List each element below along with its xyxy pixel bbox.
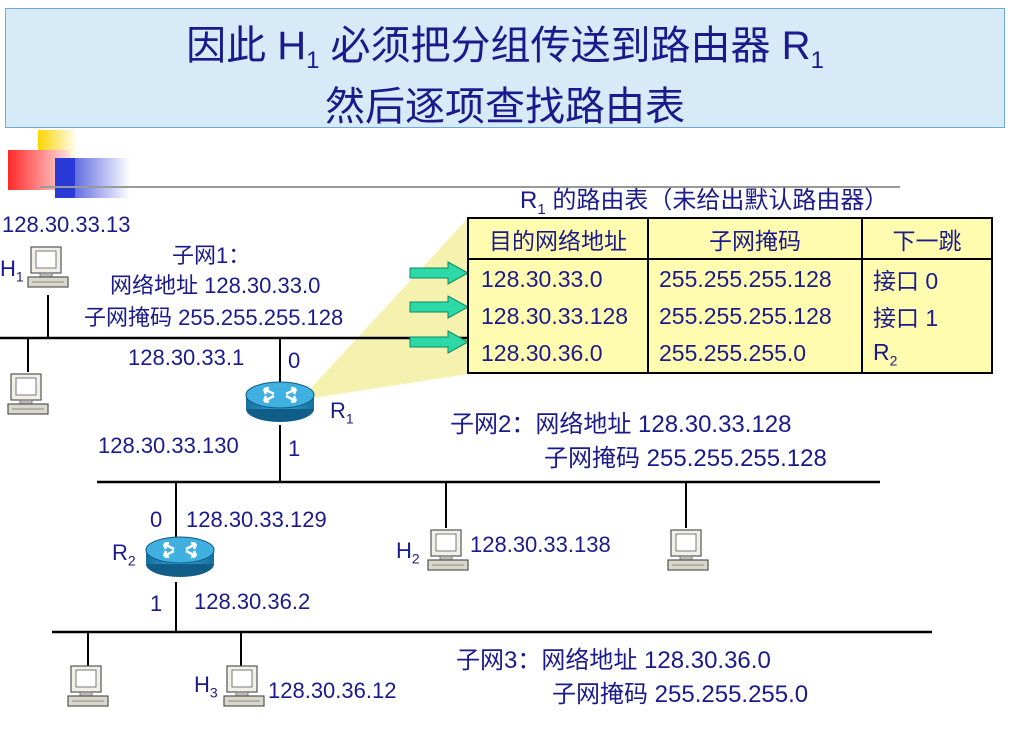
host-h1: [27, 246, 69, 288]
subnet3-line1: 子网3：网络地址 128.30.36.0: [456, 647, 771, 674]
title-line-1: 因此 H1 必须把分组传送到路由器 R1: [186, 24, 824, 74]
h3-label: H3: [194, 672, 218, 701]
row2-next-hop: 接口 1: [861, 297, 992, 335]
router-r2: [144, 535, 216, 579]
header-destination: 目的网络地址: [468, 218, 648, 261]
row3-mask: 255.255.255.0: [647, 334, 862, 373]
decorative-squares: [8, 130, 130, 198]
routing-table-beam: [300, 218, 468, 400]
host-subnet3: [67, 665, 109, 707]
h2-ip: 128.30.33.138: [470, 532, 611, 557]
r1-if1-ip: 128.30.33.130: [98, 433, 239, 458]
r1-if0-ip: 128.30.33.1: [128, 345, 245, 370]
row3-destination: 128.30.36.0: [481, 339, 603, 366]
r2-if0: 0: [150, 507, 163, 532]
table-row: 128.30.33.128 255.255.255.128 接口 1: [468, 297, 992, 335]
h2-label: H2: [396, 538, 420, 567]
row2-destination: 128.30.33.128: [481, 302, 629, 329]
row1-mask: 255.255.255.128: [647, 259, 862, 298]
r2-if1: 1: [150, 591, 163, 616]
row1-next-hop: 接口 0: [861, 259, 992, 298]
subnet1-address: 网络地址 128.30.33.0: [110, 273, 321, 298]
routing-table-title: R1 的路由表（未给出默认路由器）: [520, 187, 889, 218]
r1-if0: 0: [288, 348, 301, 373]
subnet1-mask: 子网掩码 255.255.255.128: [84, 305, 344, 330]
subnet3-line2: 子网掩码 255.255.255.0: [552, 681, 809, 708]
routing-table: 目的网络地址 子网掩码 下一跳 128.30.33.0 255.255.255.…: [467, 217, 993, 374]
r2-label: R2: [112, 540, 136, 569]
table-header-row: 目的网络地址 子网掩码 下一跳: [468, 218, 992, 261]
r1-label: R1: [330, 398, 354, 427]
table-row: 128.30.33.0 255.255.255.128 接口 0: [468, 259, 992, 298]
subnet1-title: 子网1：: [172, 243, 251, 268]
router-r1: [244, 380, 316, 424]
r2-if0-ip: 128.30.33.129: [186, 507, 327, 532]
h3-ip: 128.30.36.12: [268, 678, 397, 703]
r1-if1: 1: [288, 436, 301, 461]
host-subnet1: [7, 373, 49, 415]
h1-ip: 128.30.33.13: [2, 212, 131, 237]
row1-destination: 128.30.33.0: [481, 265, 603, 292]
header-mask: 子网掩码: [647, 218, 862, 261]
row2-mask: 255.255.255.128: [647, 297, 862, 335]
subnet2-line1: 子网2：网络地址 128.30.33.128: [450, 411, 792, 438]
row3-next-hop: R2: [861, 334, 992, 373]
host-subnet2: [667, 529, 709, 571]
table-row: 128.30.36.0 255.255.255.0 R2: [468, 334, 992, 373]
title-line-2: 然后逐项查找路由表: [325, 85, 685, 129]
slide-title: 因此 H1 必须把分组传送到路由器 R1 然后逐项查找路由表: [5, 8, 1005, 129]
host-h2: [427, 529, 469, 571]
subnet2-line2: 子网掩码 255.255.255.128: [544, 445, 827, 472]
header-next-hop: 下一跳: [861, 218, 992, 261]
host-h3: [223, 665, 265, 707]
h1-label: H1: [0, 256, 24, 285]
r2-if1-ip: 128.30.36.2: [194, 589, 311, 614]
